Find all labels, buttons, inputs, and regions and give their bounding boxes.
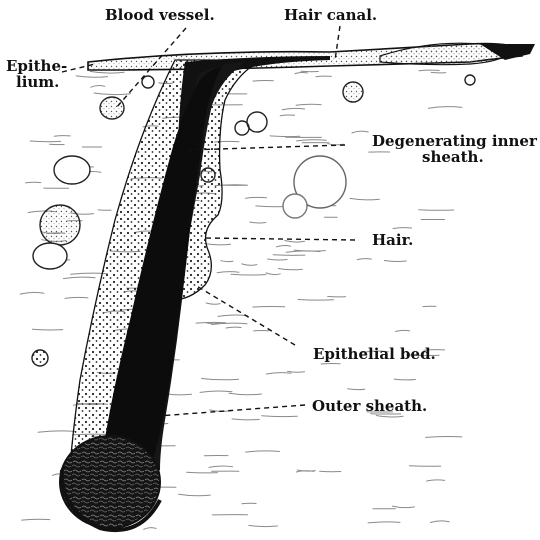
tissue-fiber	[26, 182, 41, 183]
tissue-fiber	[348, 389, 365, 390]
tissue-fiber	[297, 140, 327, 141]
label-blood-vessel: Blood vessel.	[105, 7, 215, 23]
tissue-fiber	[295, 72, 308, 73]
tissue-fiber	[30, 141, 60, 142]
tissue-fiber	[430, 521, 449, 523]
tissue-fiber	[229, 393, 262, 394]
tissue-fiber	[94, 93, 130, 95]
tissue-fiber	[65, 297, 88, 298]
tissue-fiber	[38, 431, 76, 432]
label-hair-canal: Hair canal.	[284, 7, 377, 23]
tissue-fiber	[63, 277, 95, 279]
tissue-fiber	[20, 292, 44, 294]
tissue-fiber	[419, 210, 454, 211]
tissue-fiber	[250, 222, 266, 223]
tissue-fiber	[393, 506, 415, 508]
tissue-fiber	[54, 136, 70, 137]
tissue-fiber	[285, 241, 305, 243]
tissue-fiber	[266, 373, 291, 374]
tissue-fiber	[419, 70, 439, 71]
tissue-fiber	[232, 419, 259, 420]
tissue-fiber	[226, 327, 241, 328]
tissue-fiber	[278, 269, 302, 270]
tissue-fiber	[270, 136, 300, 137]
tissue-fiber	[253, 307, 285, 308]
tissue-fiber	[262, 416, 298, 417]
tissue-fiber	[206, 323, 218, 324]
tissue-fiber	[231, 274, 266, 275]
tissue-fiber	[206, 303, 220, 304]
tissue-fiber	[268, 259, 287, 260]
tissue-fiber	[357, 259, 371, 260]
tissue-fiber	[22, 519, 50, 520]
tissue-fiber	[200, 391, 232, 392]
tissue-fiber	[246, 451, 280, 452]
tissue-fiber	[179, 494, 211, 495]
tissue-fiber	[76, 76, 107, 77]
tissue-fiber	[202, 379, 239, 380]
tissue-fiber	[280, 115, 294, 116]
tissue-fiber	[32, 329, 62, 330]
tissue-fiber	[91, 85, 105, 87]
tissue-fiber	[196, 322, 226, 323]
tissue-fiber	[249, 525, 278, 526]
tissue-fiber	[242, 503, 256, 504]
tissue-fiber	[246, 197, 267, 198]
tissue-fiber	[394, 379, 415, 380]
tissue-fiber	[320, 471, 341, 472]
tissue-fiber	[187, 472, 218, 473]
tissue-fiber	[288, 371, 305, 372]
tissue-fiber	[276, 246, 290, 247]
tissue-fiber	[266, 273, 280, 275]
tissue-fiber	[396, 330, 410, 331]
label-degenerating-line2: sheath.	[372, 149, 537, 165]
tissue-fiber	[209, 466, 233, 467]
tissue-fiber	[286, 251, 320, 252]
tissue-fiber	[393, 228, 411, 229]
tissue-fiber	[144, 528, 156, 530]
label-degenerating-line1: Degenerating inner	[372, 133, 537, 149]
label-epithelium-line2: lium.	[6, 74, 67, 90]
tissue-fiber	[253, 81, 273, 82]
tissue-fiber	[273, 255, 305, 256]
tissue-fiber	[384, 261, 406, 262]
tissue-fiber	[368, 522, 400, 523]
tissue-fiber	[316, 76, 331, 77]
tissue-fiber	[217, 272, 239, 273]
tissue-fiber	[242, 264, 257, 265]
tissue-fiber	[218, 315, 248, 316]
tissue-fiber	[428, 107, 462, 109]
tissue-fiber	[426, 436, 462, 437]
tissue-fiber	[352, 131, 368, 133]
tissue-fiber	[282, 108, 305, 109]
label-epithelium: Epithe- lium.	[6, 58, 67, 90]
tissue-fiber	[221, 261, 233, 262]
tissue-fiber	[427, 480, 445, 481]
tissue-fiber	[298, 300, 334, 301]
label-epithelium-line1: Epithe-	[6, 58, 67, 74]
tissue-fiber	[350, 198, 379, 199]
label-epithelial-bed: Epithelial bed.	[313, 346, 436, 362]
label-hair: Hair.	[372, 232, 413, 248]
tissue-fiber	[376, 416, 403, 417]
hair-bulb	[60, 436, 160, 528]
tissue-fiber	[296, 104, 321, 105]
label-degenerating-inner-sheath: Degenerating inner sheath.	[372, 133, 537, 165]
tissue-fiber	[205, 244, 231, 245]
label-outer-sheath: Outer sheath.	[312, 398, 427, 414]
tissue-fiber	[90, 71, 124, 73]
